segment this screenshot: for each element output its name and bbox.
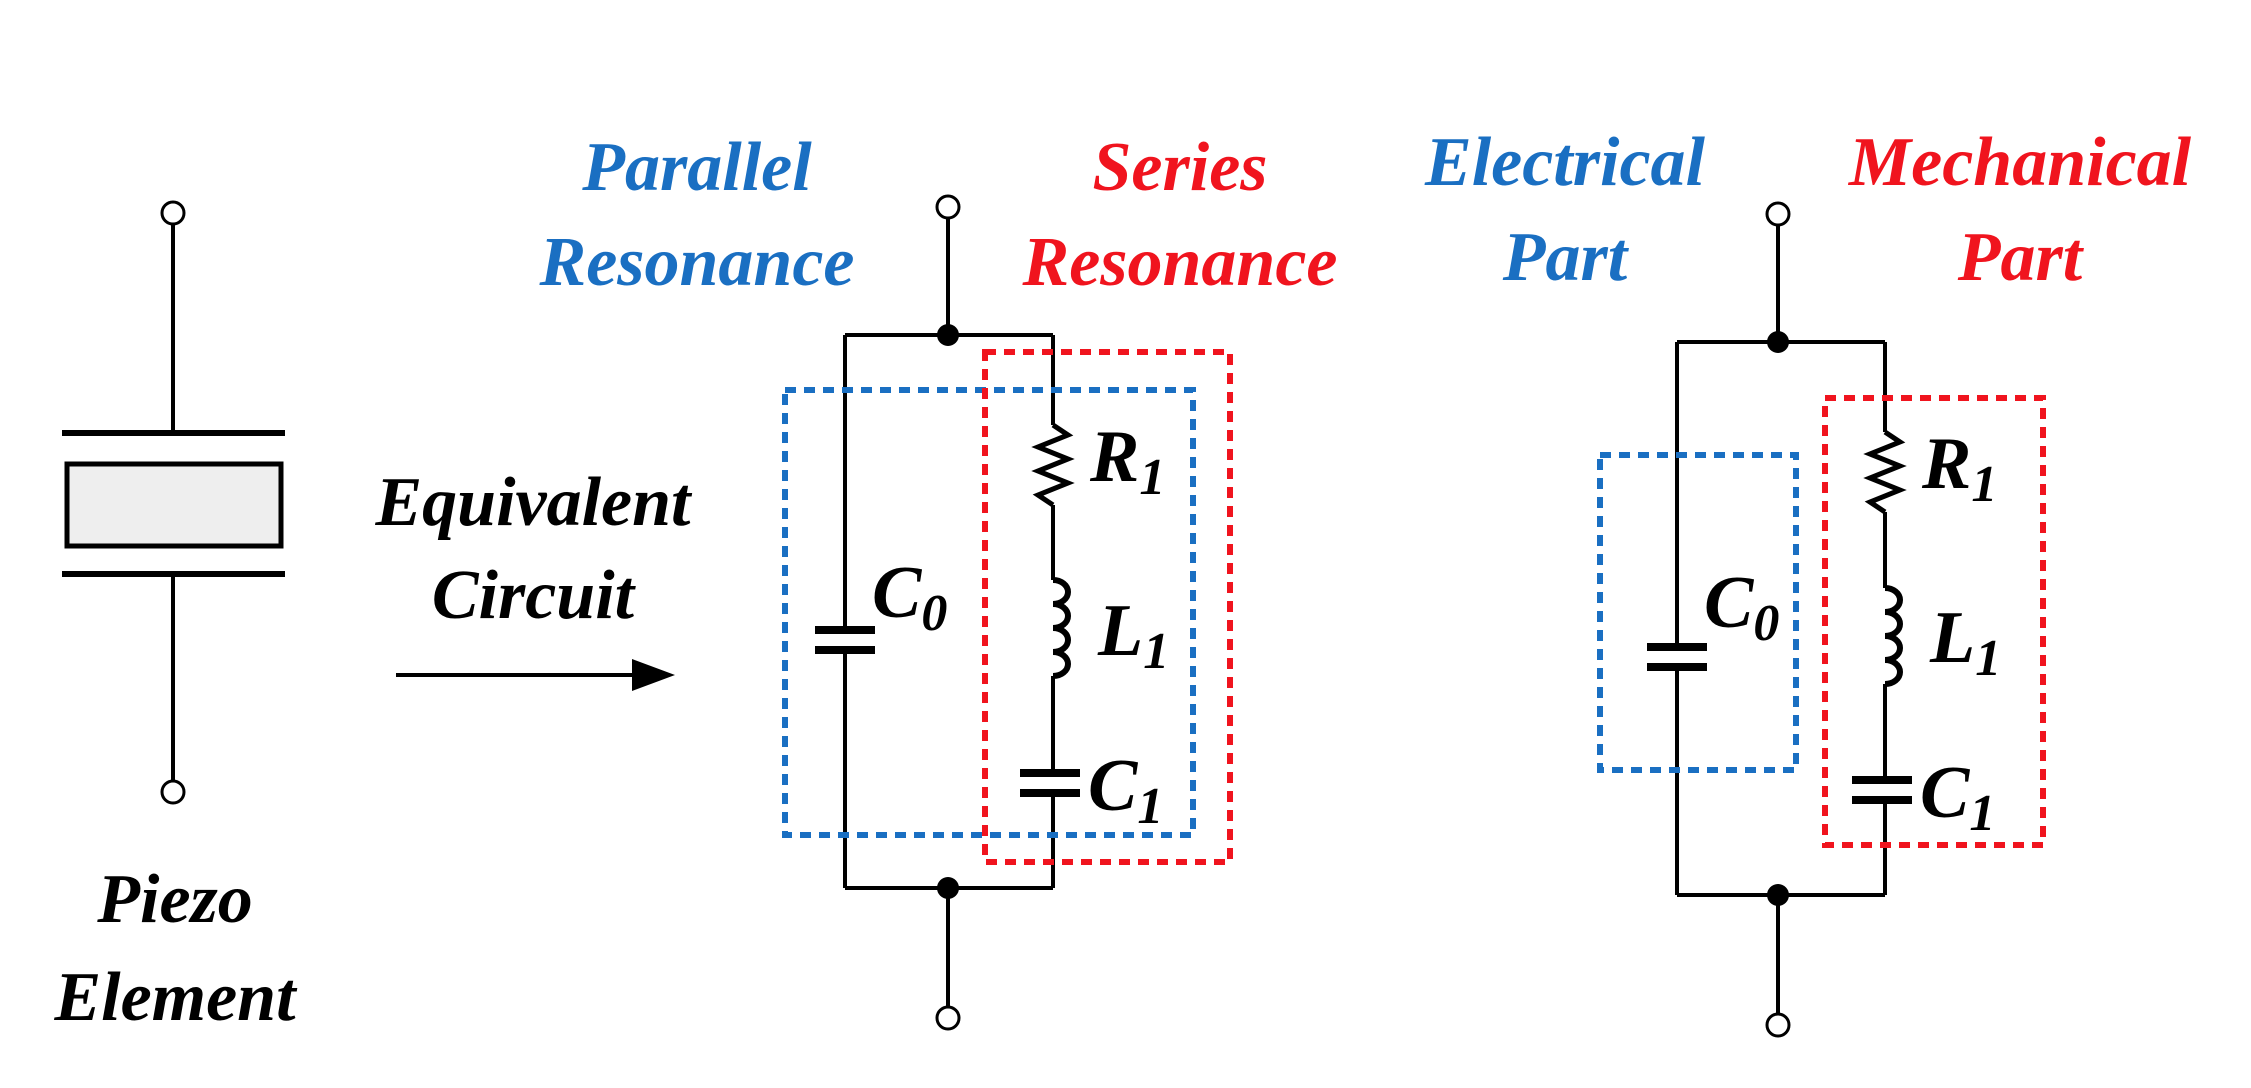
parallel-resonance-box <box>782 387 1196 838</box>
c1-r1-label: R1 <box>1089 416 1165 506</box>
c1-c1-label: C1 <box>1088 745 1163 835</box>
arrow-label-line1: Equivalent <box>374 464 693 541</box>
c2-l1-inductor <box>1884 585 1903 687</box>
arrow-label-line2: Circuit <box>432 557 637 634</box>
series-resonance-line2: Resonance <box>1022 224 1338 301</box>
c2-l1-label: L1 <box>1929 597 2001 687</box>
circuit-resonance: Parallel Resonance Series Resonance C0 R… <box>539 129 1338 1031</box>
piezo-label-line2: Element <box>53 959 298 1036</box>
c2-bottom-terminal <box>1765 1012 1791 1038</box>
c1-r1-resistor <box>1031 422 1075 508</box>
c1-bottom-terminal <box>935 1005 961 1031</box>
c2-r1-resistor <box>1863 429 1907 515</box>
piezo-element: Piezo Element <box>53 200 298 1036</box>
mechanical-part-box <box>1822 395 2046 848</box>
mechanical-part-line1: Mechanical <box>1848 124 2192 201</box>
parallel-resonance-line2: Resonance <box>539 224 855 301</box>
piezo-bottom-terminal <box>160 779 186 805</box>
equivalent-circuit-arrow: Equivalent Circuit <box>374 464 693 691</box>
piezo-crystal-body <box>64 461 284 549</box>
c1-l1-inductor <box>1052 577 1071 679</box>
c2-c0-label: C0 <box>1704 562 1779 652</box>
electrical-part-line1: Electrical <box>1424 124 1705 201</box>
c1-l1-label: L1 <box>1097 590 1169 680</box>
electrical-part-line2: Part <box>1502 219 1630 296</box>
series-resonance-line1: Series <box>1093 129 1268 206</box>
c2-r1-label: R1 <box>1921 423 1997 513</box>
mechanical-part-line2: Part <box>1957 219 2085 296</box>
series-resonance-box <box>982 349 1233 865</box>
electrical-part-box <box>1597 452 1799 773</box>
c2-top-terminal <box>1765 201 1791 227</box>
piezo-label-line1: Piezo <box>96 861 253 938</box>
circuit-parts: Electrical Part Mechanical Part C0 R1 L1… <box>1424 124 2192 1038</box>
c2-c1-label: C1 <box>1920 752 1995 842</box>
parallel-resonance-line1: Parallel <box>581 129 812 206</box>
arrow-head-icon <box>632 659 675 691</box>
piezo-top-terminal <box>160 200 186 226</box>
c1-c0-label: C0 <box>872 552 947 642</box>
c1-top-terminal <box>935 194 961 220</box>
